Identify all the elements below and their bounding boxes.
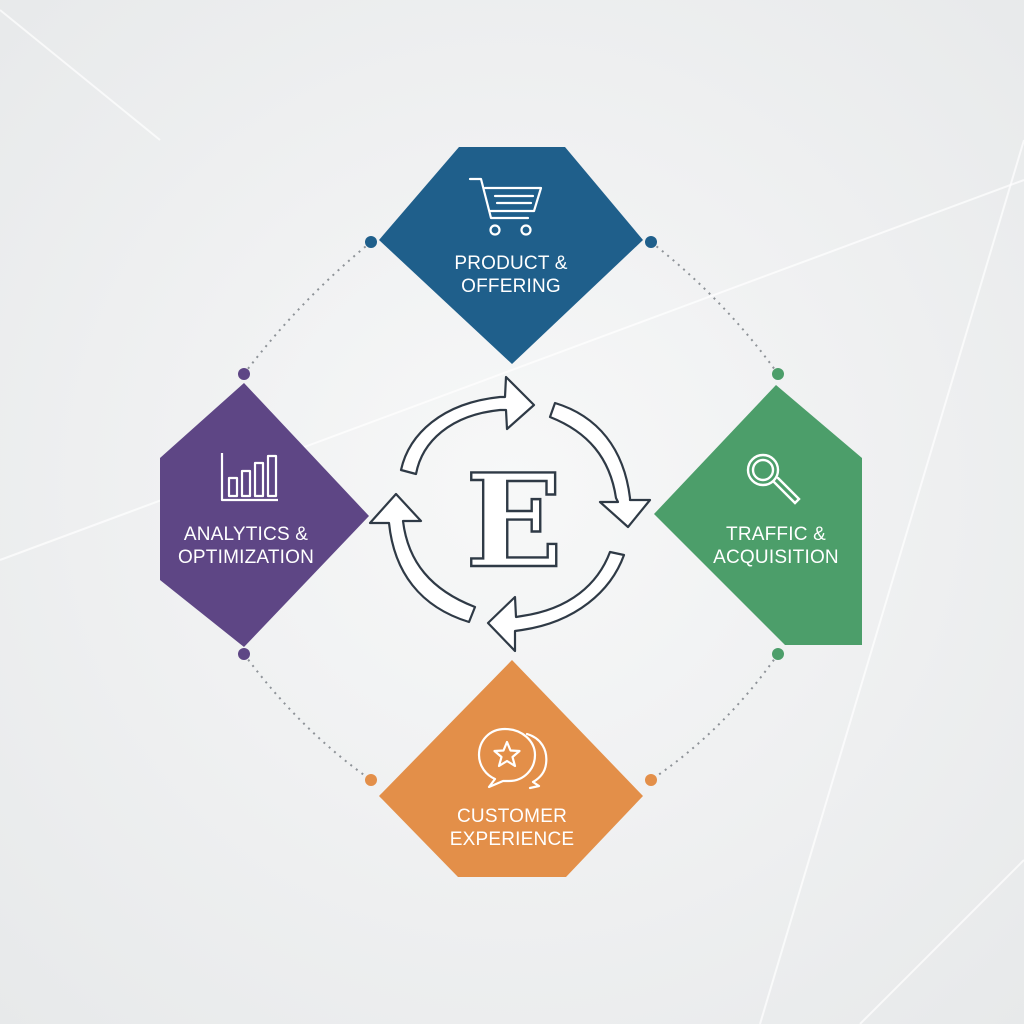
node-product-label-line2: OFFERING	[461, 276, 561, 297]
center-letter: E	[465, 447, 563, 597]
node-product-label: PRODUCT & OFFERING	[454, 252, 567, 298]
dot-traffic-bottom	[772, 648, 784, 660]
node-analytics-shape	[160, 383, 369, 647]
cycle-arrow-bottom	[486, 550, 626, 653]
dot-product-right	[645, 236, 657, 248]
shopping-cart-icon	[468, 177, 543, 236]
chat-star-icon	[477, 727, 548, 790]
dot-customer-left	[365, 774, 377, 786]
cycle-arrow-top	[399, 375, 536, 476]
node-traffic-label-line2: ACQUISITION	[713, 547, 839, 568]
connector-traffic-customer	[650, 653, 779, 781]
magnifier-icon	[746, 453, 801, 505]
dot-analytics-bottom	[238, 648, 250, 660]
node-customer-label-line2: EXPERIENCE	[449, 829, 575, 850]
node-analytics-label: ANALYTICS & OPTIMIZATION	[178, 523, 314, 569]
connector-product-analytics	[243, 241, 372, 375]
node-customer-label-line1: CUSTOMER	[457, 806, 567, 827]
connectors	[243, 241, 779, 781]
connector-dots	[238, 236, 784, 786]
dot-customer-right	[645, 774, 657, 786]
node-analytics-label-line1: ANALYTICS &	[183, 524, 309, 545]
node-analytics-label-line2: OPTIMIZATION	[177, 547, 315, 568]
node-traffic-shape	[654, 385, 862, 645]
cycle-arrows-icon	[368, 375, 652, 653]
node-traffic-label: TRAFFIC & ACQUISITION	[713, 523, 839, 569]
node-customer-label: CUSTOMER EXPERIENCE	[450, 805, 574, 851]
cycle-arrow-left	[368, 492, 477, 624]
bar-chart-icon	[220, 453, 278, 502]
dot-traffic-top	[772, 368, 784, 380]
node-product-shape	[379, 147, 643, 364]
dot-analytics-top	[238, 368, 250, 380]
cycle-arrow-right	[548, 401, 652, 529]
connector-analytics-customer	[243, 653, 372, 781]
dot-product-left	[365, 236, 377, 248]
node-traffic-label-line1: TRAFFIC &	[726, 524, 826, 545]
node-customer-shape	[379, 660, 643, 877]
connector-product-traffic	[650, 241, 779, 375]
node-product-label-line1: PRODUCT &	[454, 253, 568, 274]
